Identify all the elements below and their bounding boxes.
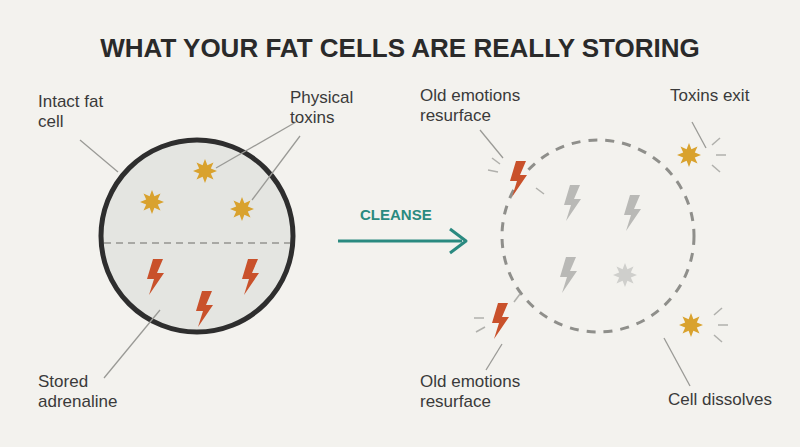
- dissolving-cell: [474, 138, 728, 342]
- callout-label: Cell dissolves: [668, 390, 772, 410]
- callout-label: Physical toxins: [290, 88, 380, 129]
- leader-lines: [80, 122, 706, 386]
- callout-label: Intact fat cell: [38, 92, 118, 133]
- callout-label: Toxins exit: [670, 86, 750, 106]
- callout-label: Old emotions resurface: [420, 372, 535, 413]
- diagram-title: WHAT YOUR FAT CELLS ARE REALLY STORING: [100, 33, 700, 64]
- arrow-label: CLEANSE: [360, 206, 432, 224]
- cleanse-arrow: [338, 229, 466, 253]
- intact-cell: [101, 140, 293, 332]
- callout-label: Old emotions resurface: [420, 86, 535, 127]
- callout-label: Stored adrenaline: [38, 372, 128, 413]
